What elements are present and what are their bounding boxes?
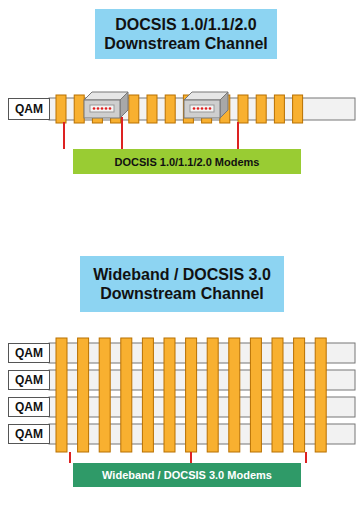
qam-block — [74, 95, 84, 123]
modem-group-box: Wideband / DOCSIS 3.0 Modems — [73, 463, 301, 487]
modem-group-box: DOCSIS 1.0/1.1/2.0 Modems — [73, 149, 301, 174]
node-text: Wideband / DOCSIS 3.0 Modems — [102, 469, 272, 481]
qam-block — [293, 95, 303, 123]
modem-side — [120, 92, 128, 118]
modem-leds — [93, 107, 112, 110]
node-text: QAM — [15, 427, 43, 441]
qam-block — [164, 338, 175, 452]
node-text: QAM — [15, 400, 43, 414]
qam-block — [274, 95, 284, 123]
node-text: DOCSIS 1.0/1.1/2.0 Downstream Channel — [101, 15, 271, 53]
node-text: Wideband / DOCSIS 3.0 Downstream Channel — [86, 265, 278, 303]
channel-title: DOCSIS 1.0/1.1/2.0 Downstream Channel — [95, 9, 277, 59]
qam-label-box: QAM — [8, 370, 50, 390]
channel-pipe — [49, 98, 355, 120]
red-line — [69, 452, 71, 463]
node-text: QAM — [15, 102, 43, 116]
qam-block — [56, 338, 67, 452]
channel-pipe — [49, 397, 355, 417]
modem-panel — [190, 105, 214, 112]
modem-icon — [184, 92, 228, 118]
channel-pipe — [49, 343, 355, 363]
modem-side — [220, 92, 228, 118]
red-line — [121, 117, 123, 149]
qam-label-box: QAM — [8, 343, 50, 363]
node-text: QAM — [15, 346, 43, 360]
qam-block — [99, 338, 110, 452]
channel-pipe — [49, 370, 355, 390]
qam-blocks — [56, 338, 326, 452]
node-text: QAM — [15, 373, 43, 387]
qam-block — [250, 338, 261, 452]
qam-label-box: QAM — [8, 424, 50, 444]
red-line — [237, 122, 239, 149]
qam-block — [315, 338, 326, 452]
red-line — [63, 122, 65, 149]
modem-leds — [193, 107, 212, 110]
qam-block — [142, 338, 153, 452]
node-text: DOCSIS 1.0/1.1/2.0 Modems — [115, 156, 260, 168]
qam-label-box: QAM — [8, 98, 50, 120]
qam-block — [147, 95, 157, 123]
modem-front — [184, 100, 220, 118]
qam-block — [294, 338, 305, 452]
qam-block — [272, 338, 283, 452]
red-lines — [64, 117, 306, 463]
qam-block — [78, 338, 89, 452]
modem-icon — [84, 92, 128, 118]
qam-block — [256, 95, 266, 123]
pipes — [49, 98, 355, 444]
modem-panel — [90, 105, 114, 112]
modem-front — [84, 100, 120, 118]
qam-label-box: QAM — [8, 397, 50, 417]
qam-block — [121, 338, 132, 452]
qam-block — [207, 338, 218, 452]
qam-block — [165, 95, 175, 123]
qam-block — [129, 95, 139, 123]
channel-title: Wideband / DOCSIS 3.0 Downstream Channel — [80, 256, 284, 312]
red-line — [305, 452, 307, 463]
qam-block — [229, 338, 240, 452]
red-line — [190, 452, 192, 463]
qam-block — [238, 95, 248, 123]
qam-block — [56, 95, 66, 123]
qam-block — [186, 338, 197, 452]
channel-pipe — [49, 424, 355, 444]
